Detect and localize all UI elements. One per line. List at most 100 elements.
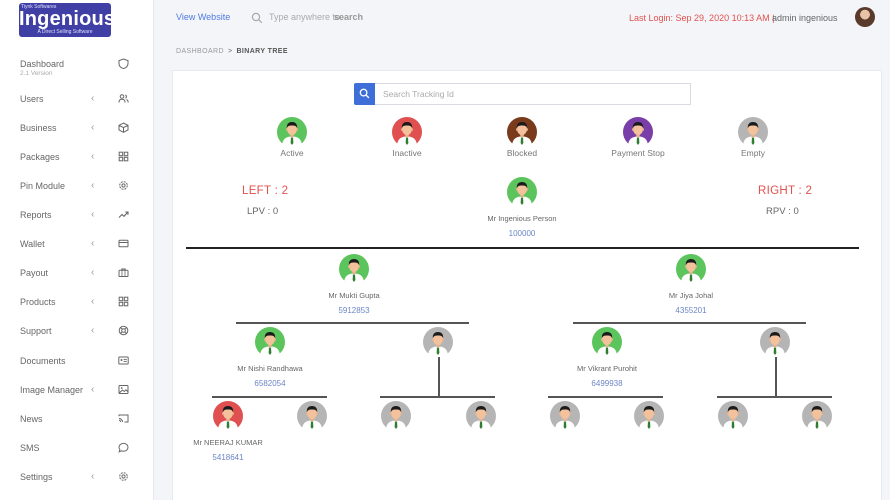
legend-label: Active [280,148,304,158]
node-name[interactable]: Mr Nishi Randhawa [237,364,303,373]
brand-name: Ingenious [19,8,116,30]
tree-node-empty[interactable] [381,401,411,431]
node-tracking-id[interactable]: 4355201 [675,306,707,315]
sidebar-item-packages[interactable]: Packages ‹ [0,151,154,173]
legend-label: Blocked [506,148,538,158]
version-label: 2.1 Version [20,70,53,77]
tree-node-empty[interactable] [760,327,790,357]
tree-node[interactable] [339,254,369,284]
sidebar-item-label: Support [20,326,52,336]
trending-up-icon [118,209,129,220]
sidebar-item-label: Settings [20,472,53,482]
sidebar-item-label: Packages [20,152,60,162]
sidebar-item-news[interactable]: News [0,413,154,435]
sidebar-item-label: Business [20,123,57,133]
legend-blocked-icon[interactable] [507,117,537,147]
node-name[interactable]: Mr NEERAJ KUMAR [193,438,263,447]
sidebar-item-label: Wallet [20,239,45,249]
briefcase-icon [118,267,129,278]
tree-connector-vertical [438,356,440,396]
node-tracking-id[interactable]: 100000 [508,229,536,238]
tree-connector-l3 [212,396,327,398]
sidebar-item-label: Dashboard [20,59,65,69]
tree-connector-l3 [380,396,495,398]
node-tracking-id[interactable]: 6499938 [591,379,623,388]
grid-icon [118,151,129,162]
breadcrumb-dashboard[interactable]: DASHBOARD [176,48,224,55]
sidebar-item-label: Documents [20,356,66,366]
node-tracking-id[interactable]: 6582054 [254,379,286,388]
tree-node[interactable] [676,254,706,284]
tree-node[interactable] [255,327,285,357]
sidebar-item-settings[interactable]: Settings ‹ [0,471,154,493]
sidebar-item-label: Reports [20,210,52,220]
node-tracking-id[interactable]: 5912853 [338,306,370,315]
tree-node[interactable] [592,327,622,357]
global-search-input[interactable] [269,9,449,25]
chevron-left-icon: ‹ [91,267,95,278]
sidebar-item-pin-module[interactable]: Pin Module ‹ [0,180,154,202]
tree-node-empty[interactable] [802,401,832,431]
tree-node[interactable] [213,401,243,431]
chevron-left-icon: ‹ [91,151,95,162]
legend-payment-stop-icon[interactable] [623,117,653,147]
sidebar-item-payout[interactable]: Payout‹ [0,267,154,289]
legend-label: Inactive [392,148,422,158]
chevron-left-icon: ‹ [91,471,95,482]
brand-logo[interactable]: Tiynk Softwares Ingenious A Direct Selli… [19,3,116,37]
sidebar-item-label: Pin Module [20,181,66,191]
tree-node-empty[interactable] [423,327,453,357]
sidebar-item-label: Image Manager [20,385,84,395]
sidebar-item-support[interactable]: Support ‹ [0,325,154,347]
node-name[interactable]: Mr Jiya Johal [668,291,714,300]
legend-active-icon[interactable] [277,117,307,147]
node-name[interactable]: Mr Ingenious Person [487,214,557,223]
chat-icon [118,442,129,453]
tree-connector-vertical [775,356,777,396]
tracking-search-button[interactable] [354,83,375,105]
view-website-link[interactable]: View Website [176,12,231,22]
top-header: View Website search Last Login: Sep 29, … [155,0,890,36]
chevron-left-icon: ‹ [91,180,95,191]
tree-node[interactable] [507,177,537,207]
chevron-left-icon: ‹ [91,325,95,336]
chevron-left-icon: ‹ [91,238,95,249]
breadcrumb-separator: > [227,48,233,55]
legend-label: Empty [740,148,766,158]
sidebar-item-label: Users [20,94,44,104]
sidebar-item-products[interactable]: Products‹ [0,296,154,318]
tree-node-empty[interactable] [466,401,496,431]
sidebar: Tiynk Softwares Ingenious A Direct Selli… [0,0,154,500]
tree-node-empty[interactable] [718,401,748,431]
sidebar-item-business[interactable]: Business‹ [0,122,154,144]
sidebar-item-image-manager[interactable]: Image Manager‹ [0,384,154,406]
sidebar-item-sms[interactable]: SMS [0,442,154,464]
sidebar-item-label: SMS [20,443,40,453]
gear-icon [118,180,129,191]
node-name[interactable]: Mr Mukti Gupta [328,291,380,300]
tracking-id-input[interactable] [375,83,691,105]
sidebar-item-documents[interactable]: Documents [0,355,154,377]
lifebuoy-icon [118,325,129,336]
tree-node-empty[interactable] [297,401,327,431]
cast-icon [118,413,129,424]
last-login-text: Last Login: Sep 29, 2020 10:13 AM | [629,13,775,23]
sidebar-item-reports[interactable]: Reports‹ [0,209,154,231]
right-pv: RPV : 0 [766,206,799,217]
legend-label: Payment Stop [611,148,665,158]
node-name[interactable]: Mr Vikrant Purohit [577,364,637,373]
tree-connector-left [236,322,469,324]
avatar[interactable] [855,7,875,27]
image-icon [118,384,129,395]
sidebar-item-wallet[interactable]: Wallet ‹ [0,238,154,260]
tree-node-empty[interactable] [634,401,664,431]
credit-card-icon [118,238,129,249]
tree-node-empty[interactable] [550,401,580,431]
sidebar-item-users[interactable]: Users‹ [0,93,154,115]
legend-inactive-icon[interactable] [392,117,422,147]
legend-empty-icon[interactable] [738,117,768,147]
search-icon [251,11,263,24]
admin-name[interactable]: admin ingenious [772,13,838,23]
node-tracking-id[interactable]: 5418641 [212,453,244,462]
